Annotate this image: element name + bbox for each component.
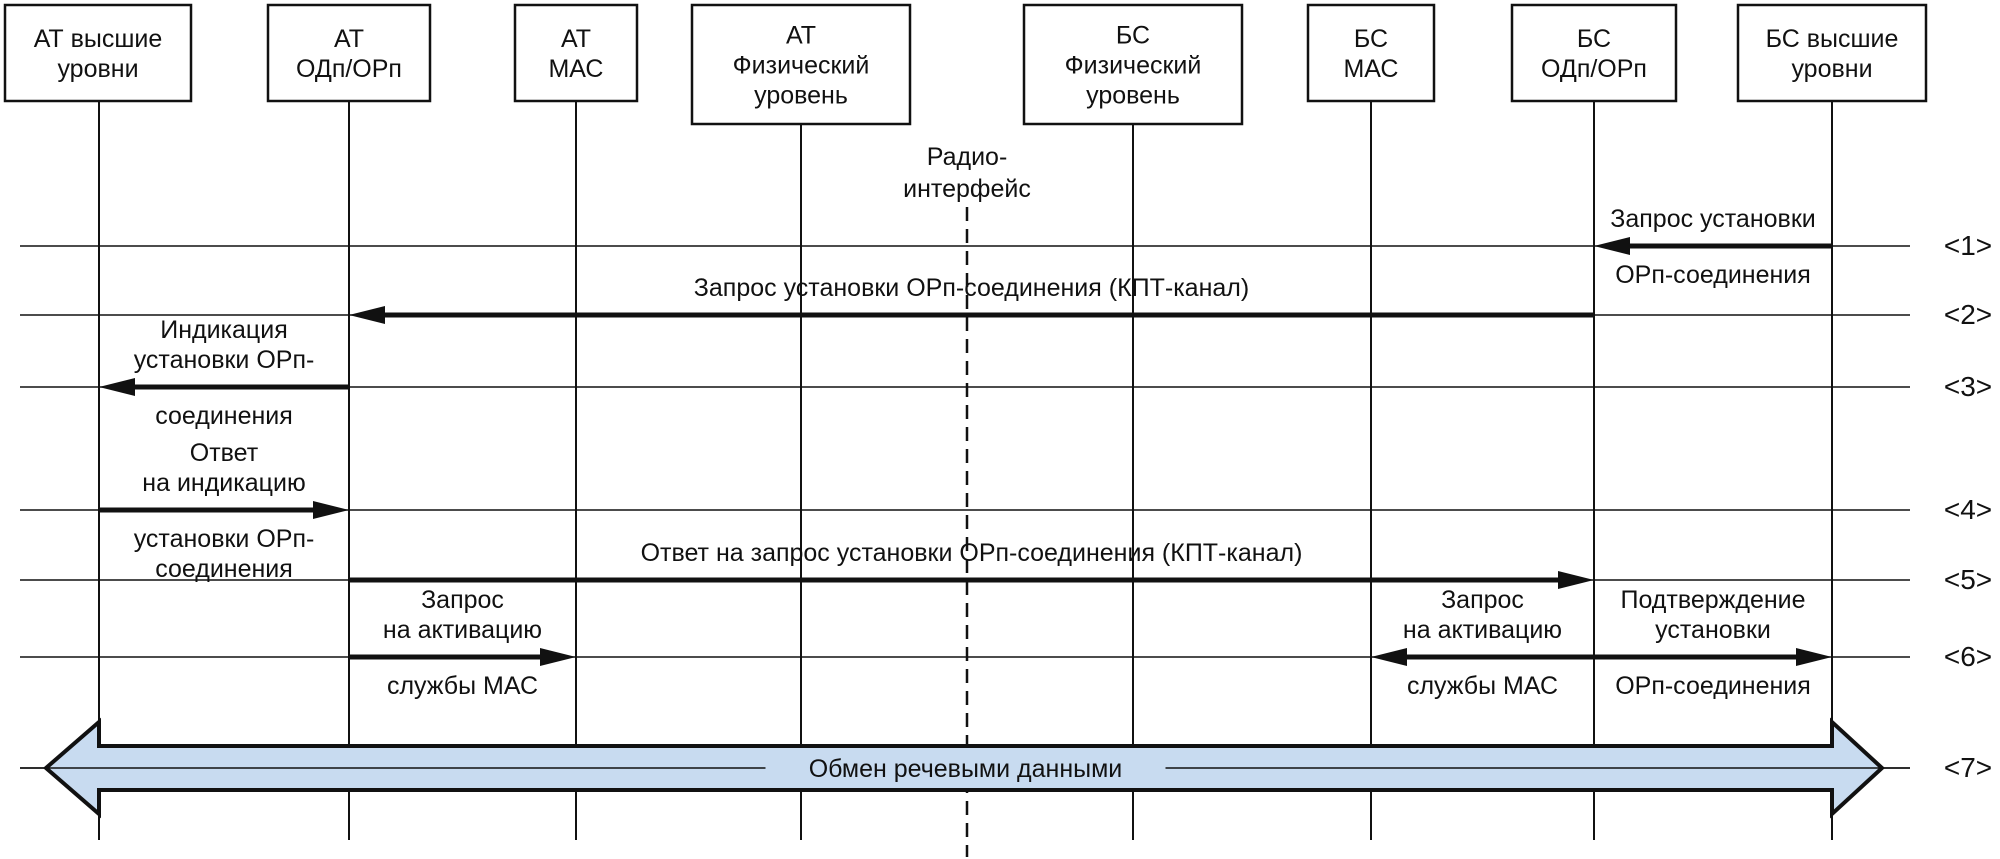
arrowhead <box>313 501 349 519</box>
arrowhead <box>540 648 576 666</box>
radio-interface-label: интерфейс <box>903 175 1031 203</box>
data-exchange-label: Обмен речевыми данными <box>809 755 1123 783</box>
entity-label: АТ <box>786 22 816 50</box>
step-label: <6> <box>1944 641 1992 672</box>
entity-box <box>690 3 912 126</box>
message-label: Запрос установки <box>1610 205 1815 233</box>
arrowhead <box>1796 648 1832 666</box>
step-label: <5> <box>1944 564 1992 595</box>
entity-box <box>1510 3 1678 103</box>
message-label: Запрос <box>421 586 504 614</box>
message-label: установки ОРп- <box>134 346 315 374</box>
message-label: соединения <box>155 555 293 583</box>
message-label: ОРп-соединения <box>1615 261 1811 289</box>
message-label: Подтверждение <box>1620 586 1805 614</box>
entity-label: АТ <box>334 25 364 53</box>
step-label: <3> <box>1944 371 1992 402</box>
message-label: на активацию <box>383 616 542 644</box>
entity-box <box>1306 3 1436 103</box>
entity-label: уровни <box>57 55 138 83</box>
message-label: ОРп-соединения <box>1615 672 1811 700</box>
entity-label: МАС <box>548 55 603 83</box>
entity-label: БС <box>1116 22 1150 50</box>
entity-label: БС высшие <box>1766 25 1899 53</box>
data-exchange-arrow: Обмен речевыми данными <box>20 717 1910 819</box>
entity-label: ОДп/ОРп <box>296 55 402 83</box>
data-exchange: Обмен речевыми данными <box>20 717 1910 819</box>
step-label: <4> <box>1944 494 1992 525</box>
entity-label: БС <box>1577 25 1611 53</box>
arrowhead <box>1371 648 1407 666</box>
entity-boxes: АТ высшиеуровниАТОДп/ОРпАТМАСАТФизически… <box>3 3 1928 126</box>
message-label: на индикацию <box>142 469 305 497</box>
message-label: Запрос <box>1441 586 1524 614</box>
arrowhead <box>1558 571 1594 589</box>
message-label: Ответ на запрос установки ОРп-соединения… <box>641 539 1303 567</box>
arrowhead <box>349 306 385 324</box>
entity-label: ОДп/ОРп <box>1541 55 1647 83</box>
entity-label: АТ <box>561 25 591 53</box>
entity-label: БС <box>1354 25 1388 53</box>
label-backdrop <box>765 752 1166 784</box>
message-label: установки ОРп- <box>134 525 315 553</box>
entity-label: АТ высшие <box>34 25 163 53</box>
entity-label: МАС <box>1343 55 1398 83</box>
step-label: <1> <box>1944 230 1992 261</box>
message-label: службы МАС <box>1407 672 1558 700</box>
message-label: установки <box>1655 616 1771 644</box>
message-step-5: Ответ на запрос установки ОРп-соединения… <box>349 539 1594 589</box>
entity-box <box>1022 3 1244 126</box>
arrowhead <box>99 378 135 396</box>
step-label: <2> <box>1944 299 1992 330</box>
entity-label: уровень <box>754 82 848 110</box>
message-label: на активацию <box>1403 616 1562 644</box>
message-label: соединения <box>155 402 293 430</box>
radio-interface-label: Радио- <box>927 143 1008 171</box>
message-label: Индикация <box>160 316 288 344</box>
entity-label: уровень <box>1086 82 1180 110</box>
entity-label: Физический <box>733 52 870 80</box>
entity-box <box>513 3 639 103</box>
message-label: Ответ <box>190 439 259 467</box>
entity-box <box>1736 3 1928 103</box>
entity-label: уровни <box>1791 55 1872 83</box>
entity-label: Физический <box>1065 52 1202 80</box>
message-step-2: Запрос установки ОРп-соединения (КПТ-кан… <box>349 274 1594 324</box>
lifelines <box>98 101 1833 840</box>
entity-box <box>266 3 432 103</box>
step-label: <7> <box>1944 752 1992 783</box>
message-label: Запрос установки ОРп-соединения (КПТ-кан… <box>694 274 1249 302</box>
message-label: службы МАС <box>387 672 538 700</box>
arrowhead <box>1594 237 1630 255</box>
entity-box <box>3 3 193 103</box>
